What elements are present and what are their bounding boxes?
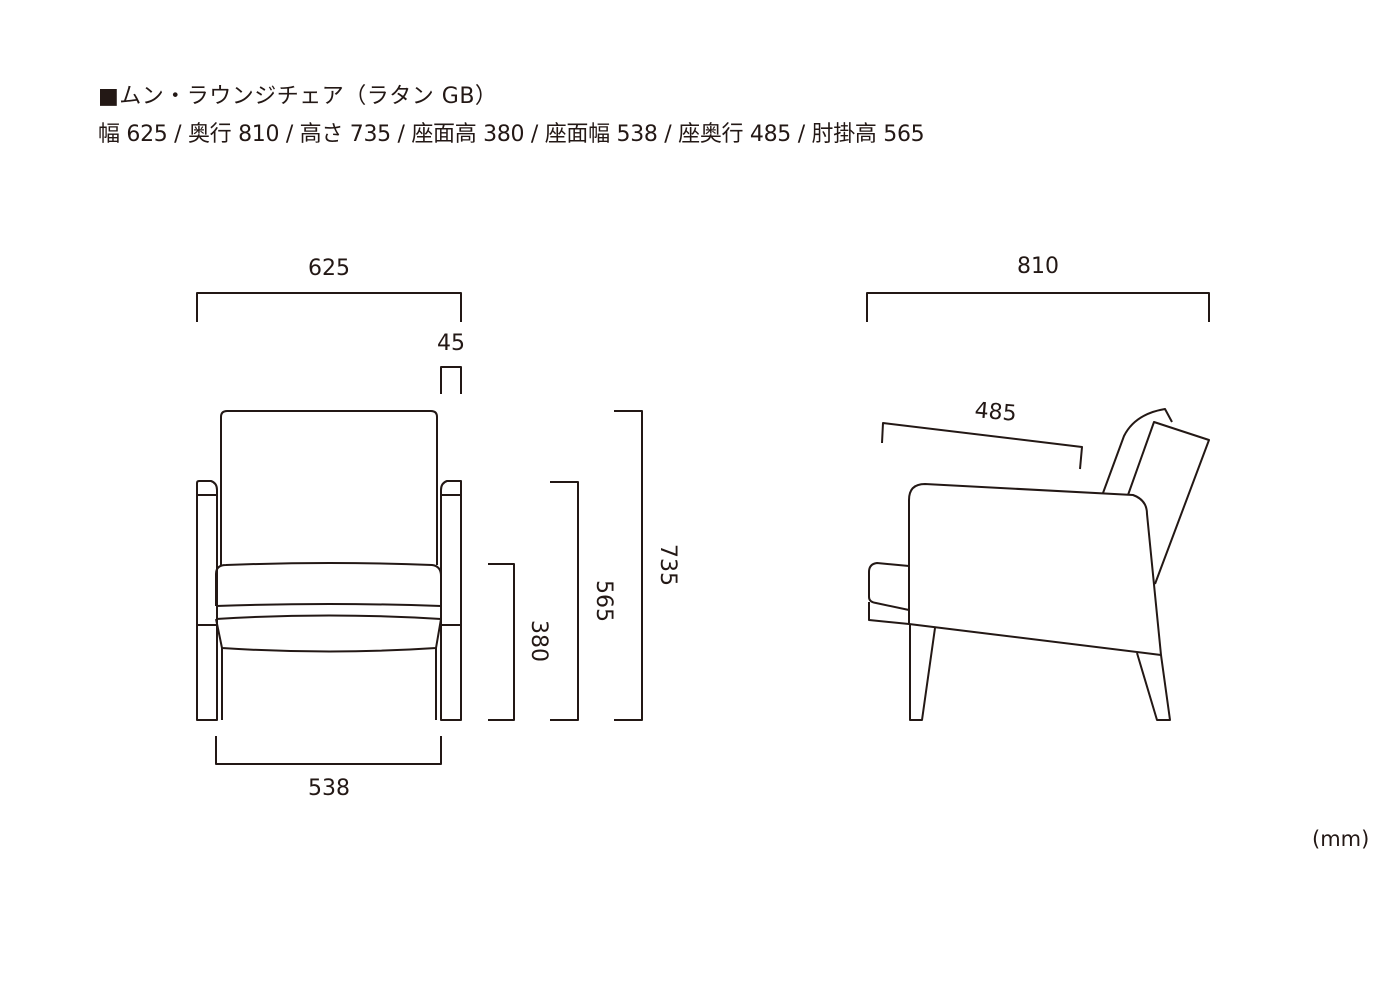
total-height-label: 735 — [655, 544, 680, 586]
unit-label: (mm) — [1312, 827, 1370, 851]
backrest — [220, 410, 438, 565]
side-dimensions: 810 485 — [866, 254, 1210, 470]
seat-height-label: 380 — [526, 620, 551, 662]
drawing-title: ■ムン・ラウンジチェア（ラタン GB） — [98, 84, 498, 109]
total-height-dimension-line — [614, 410, 643, 721]
seat-front-cushion — [868, 562, 910, 625]
arm-width-label: 45 — [437, 331, 465, 356]
width-label: 625 — [308, 256, 350, 281]
depth-dimension-line — [866, 292, 1210, 322]
front-dimensions: 625 45 538 380 565 735 — [196, 256, 680, 801]
front-view-chair — [196, 410, 462, 721]
back-cushion — [1127, 421, 1210, 585]
seat-depth-dimension-line — [881, 422, 1083, 470]
left-arm — [196, 480, 218, 721]
arm-height-dimension-line — [550, 481, 579, 721]
back-frame — [1102, 408, 1173, 494]
depth-label: 810 — [1017, 254, 1059, 279]
seat-cushion — [215, 562, 442, 653]
side-view-chair — [868, 408, 1210, 721]
front-leg — [909, 624, 936, 721]
width-dimension-line — [196, 292, 462, 322]
right-arm — [440, 480, 462, 721]
arm-body — [908, 483, 1162, 656]
dimension-specs: 幅 625 / 奥行 810 / 高さ 735 / 座面高 380 / 座面幅 … — [98, 122, 925, 147]
seat-width-label: 538 — [308, 776, 350, 801]
seat-height-dimension-line — [488, 563, 515, 721]
arm-height-label: 565 — [591, 580, 616, 622]
seat-width-dimension-line — [215, 736, 442, 765]
seat-depth-label: 485 — [974, 398, 1018, 427]
back-leg — [1136, 652, 1171, 721]
front-legs — [221, 648, 437, 720]
arm-width-dimension-line — [440, 366, 462, 394]
